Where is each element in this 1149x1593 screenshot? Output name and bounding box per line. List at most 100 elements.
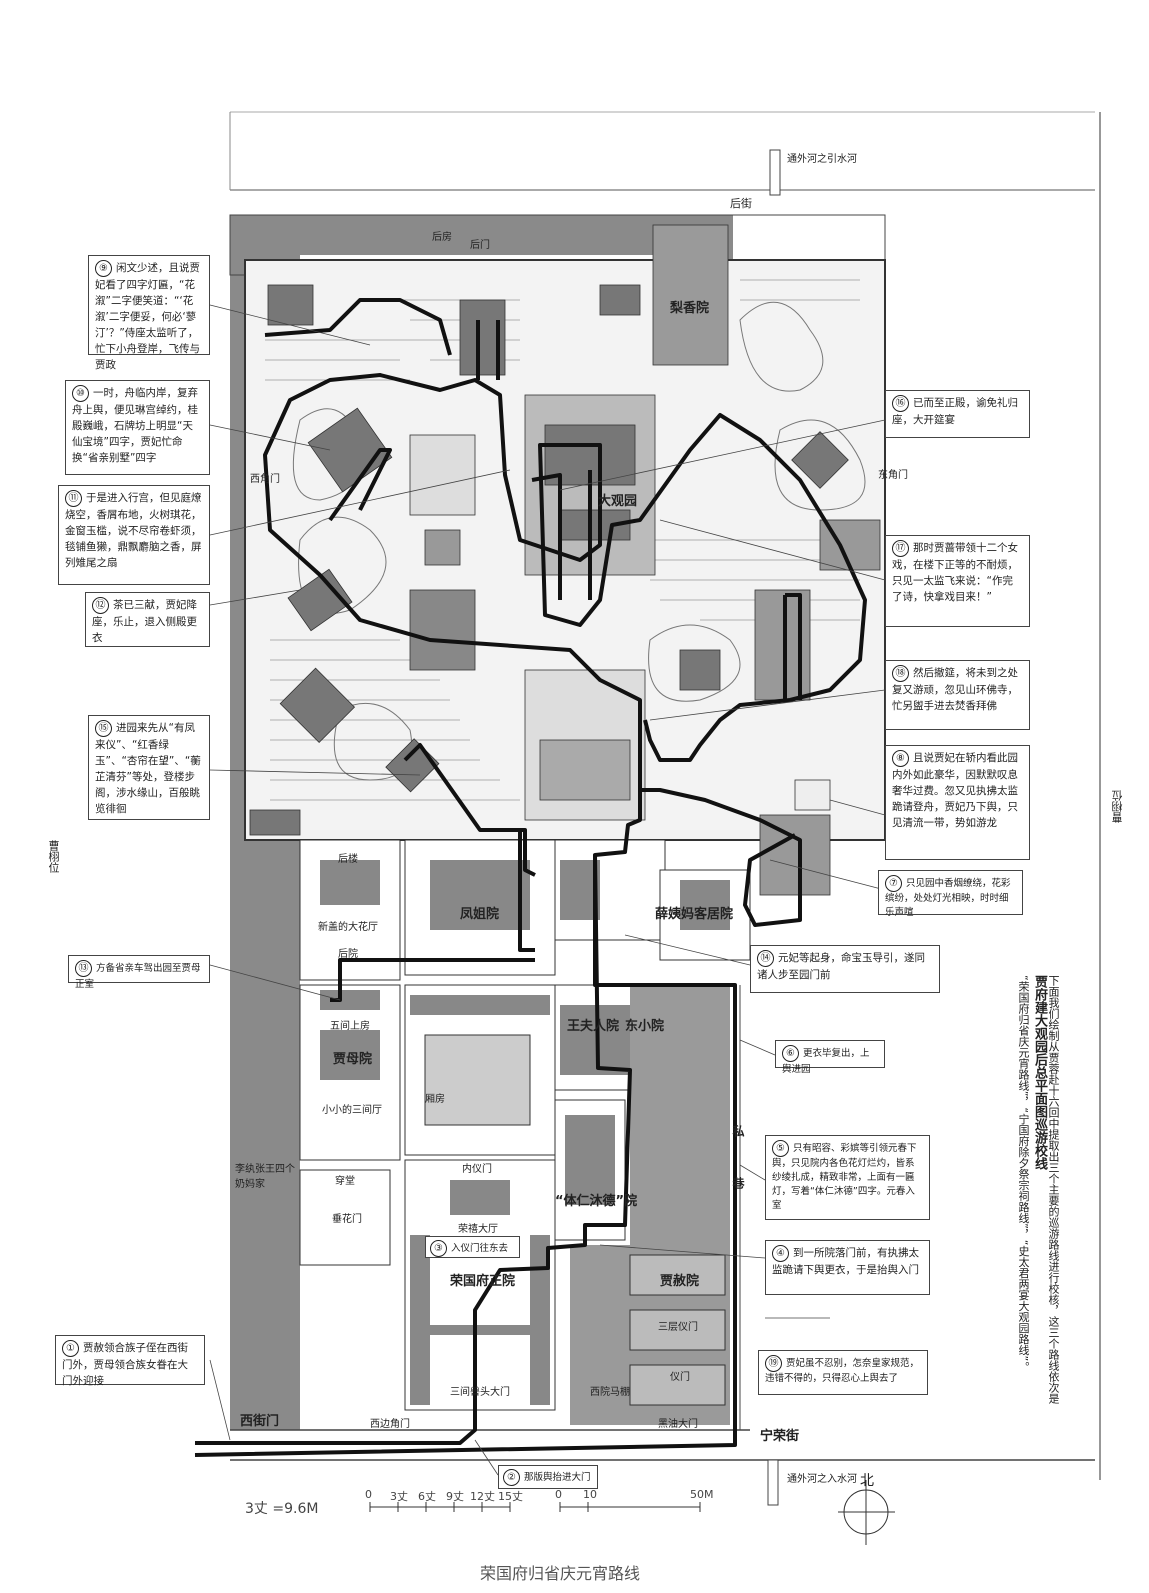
note-text: 贾妃虽不忍别，怎奈皇家规范，违错不得的，只得忍心上舆去了 bbox=[765, 1358, 920, 1384]
note-text: 茶已三献，贾妃降座，乐止，退入侧殿更衣 bbox=[92, 599, 197, 644]
label-dong-jiao-men: 东角门 bbox=[878, 470, 908, 481]
note-number: ⑮ bbox=[95, 720, 112, 737]
scale-tick: 9丈 bbox=[446, 1490, 464, 1503]
label-chuan-tang: 穿堂 bbox=[335, 1176, 355, 1187]
scale-tick: 15丈 bbox=[498, 1490, 523, 1503]
scale-ratio: 3丈 =9.6M bbox=[245, 1501, 319, 1517]
label-xi-jie-men: 西街门 bbox=[240, 1414, 280, 1429]
note-number: ① bbox=[62, 1340, 79, 1357]
scale-tick: 0 bbox=[365, 1488, 372, 1501]
note-number: ⑲ bbox=[765, 1355, 782, 1372]
label-li-wang: 李纨张王四个奶妈家 bbox=[235, 1164, 295, 1190]
label-xin-gai-da-hua-ting: 新盖的大花厅 bbox=[318, 922, 378, 933]
label-da-guan-yuan: 大观园 bbox=[598, 494, 638, 509]
note-text: 那版舆抬进大门 bbox=[524, 1472, 591, 1483]
note-number: ⑧ bbox=[892, 750, 909, 767]
scale-tick: 12丈 bbox=[470, 1490, 495, 1503]
label-hou-yuan: 后院 bbox=[338, 949, 358, 960]
note-number: ⑤ bbox=[772, 1140, 789, 1157]
label-dong-xiao-yuan: 东小院 bbox=[625, 1019, 665, 1034]
label-hou-fang: 后房 bbox=[432, 232, 452, 243]
note-number: ④ bbox=[772, 1245, 789, 1262]
note-number: ⑪ bbox=[65, 490, 82, 507]
side-text-1: 下面我们绘制从贾蓉赴十六回中提取出三个主要的巡游路线进行校核，这三个路线依次是 bbox=[1047, 975, 1060, 1404]
note-number: ⑬ bbox=[75, 960, 92, 977]
label-wu-jian-shang-fang: 五间上房 bbox=[330, 1021, 370, 1032]
note-text: 方备省亲车驾出园至贾母正室 bbox=[75, 963, 201, 990]
note-number: ⑩ bbox=[72, 385, 89, 402]
note-text: 于是进入行宫，但见庭燎烧空，香屑布地，火树琪花，金窗玉槛，说不尽帘卷虾须，毯铺鱼… bbox=[65, 492, 202, 569]
note-number: ⑦ bbox=[885, 875, 902, 892]
note-text: 且说贾妃在轿内看此园内外如此豪华，因默默叹息奢华过费。忽又见执拂太监跪请登舟，贾… bbox=[892, 752, 1018, 829]
note-text: 闲文少述，且说贾妃看了四字灯匾，“花溆”二字便笑道：“‘花溆’二字便妥，何必‘蓼… bbox=[95, 262, 200, 371]
note-text: 只见园中香烟缭绕，花彩缤纷，处处灯光相映，时时细乐声喧 bbox=[885, 878, 1011, 918]
note-3: ③ 入仪门往东去 bbox=[425, 1236, 520, 1258]
note-text: 那时贾蔷带领十二个女戏，在楼下正等的不耐烦，只见一太监飞来说：“作完了诗，快拿戏… bbox=[892, 542, 1018, 603]
note-number: ⑱ bbox=[892, 665, 909, 682]
label-hou-men: 后门 bbox=[470, 240, 490, 251]
label-san-jian-da-men: 三间兽头大门 bbox=[450, 1387, 510, 1398]
label-nei-yi-men: 内仪门 bbox=[462, 1164, 492, 1175]
note-2: ② 那版舆抬进大门 bbox=[498, 1465, 598, 1489]
note-text: 到一所院落门前，有执拂太监跪请下舆更衣，于是抬舆入门 bbox=[772, 1247, 919, 1276]
scale-tick: 10 bbox=[583, 1488, 597, 1501]
page-caption: 荣国府归省庆元宵路线 bbox=[480, 1564, 641, 1583]
label-xi-bian-jiao-men: 西边角门 bbox=[370, 1419, 410, 1430]
note-text: 入仪门往东去 bbox=[451, 1243, 509, 1254]
label-river-top: 通外河之引水河 bbox=[787, 154, 857, 165]
label-north: 北 bbox=[860, 1473, 874, 1489]
label-jia-she-yuan: 贾赦院 bbox=[660, 1274, 700, 1289]
label-li-xiang-yuan: 梨香院 bbox=[670, 301, 710, 316]
note-number: ⑭ bbox=[757, 950, 774, 967]
note-text: 只有昭容、彩嫔等引领元春下舆，只见院内各色花灯烂灼，皆系纱绫扎成，精致非常，上面… bbox=[772, 1143, 917, 1211]
side-text-2: “荣国府归省庆元宵路线”，“宁国府除夕祭宗祠路线”，“史太君两宴大观园路线”。 bbox=[1017, 975, 1030, 1373]
label-xiang-fang: 厢房 bbox=[425, 1094, 445, 1105]
signature-right: 曹栩位 bbox=[1111, 790, 1124, 823]
note-number: ⑨ bbox=[95, 260, 112, 277]
scale-tick: 0 bbox=[555, 1488, 562, 1501]
note-text: 元妃等起身，命宝玉导引，遂同诸人步至园门前 bbox=[757, 952, 925, 981]
label-si-xiang: 私巷 bbox=[731, 1125, 745, 1229]
note-text: 然后撤筵，将未到之处复又游顽，忽见山环佛寺，忙另盥手进去焚香拜佛 bbox=[892, 667, 1018, 712]
label-xi-yuan-ma-peng: 西院马棚 bbox=[590, 1387, 630, 1398]
label-river-bottom: 通外河之入水河 bbox=[787, 1474, 857, 1485]
label-xi-jiao-men: 西角门 bbox=[250, 474, 280, 485]
label-chui-hua-men: 垂花门 bbox=[332, 1214, 362, 1225]
label-wang-fu-ren: 王夫人院 bbox=[567, 1019, 620, 1034]
label-rong-xi-tang: 荣禧大厅 bbox=[458, 1224, 498, 1235]
label-ning-rong-jie: 宁荣街 bbox=[760, 1429, 800, 1444]
note-number: ⑰ bbox=[892, 540, 909, 557]
note-text: 贾赦领合族子侄在西街门外，贾母领合族女眷在大门外迎接 bbox=[62, 1342, 188, 1387]
note-number: ③ bbox=[430, 1240, 447, 1257]
label-yi-men: 仪门 bbox=[670, 1372, 690, 1383]
note-text: 更衣毕复出，上舆进园 bbox=[782, 1048, 870, 1075]
scale-tick: 6丈 bbox=[418, 1490, 436, 1503]
note-number: ② bbox=[503, 1469, 520, 1486]
label-jia-mu-yuan: 贾母院 bbox=[333, 1052, 373, 1067]
label-xiao-xiao-san-jian: 小小的三间厅 bbox=[322, 1105, 382, 1116]
label-rong-guo-fu: 荣国府正院 bbox=[450, 1274, 516, 1289]
note-text: 一时，舟临内岸，复弃舟上舆，便见琳宫绰约，桂殿巍峨，石牌坊上明显“天仙宝境”四字… bbox=[72, 387, 198, 464]
label-ti-ren: “体仁沐德”院 bbox=[555, 1194, 638, 1209]
label-hei-you-da-men: 黑油大门 bbox=[658, 1419, 698, 1430]
scale-tick: 3丈 bbox=[390, 1490, 408, 1503]
note-text: 进园来先从“有凤来仪”、“红香绿玉”、“杏帘在望”、“蘅芷清芬”等处，登楼步阁，… bbox=[95, 722, 201, 815]
scale-tick: 50M bbox=[690, 1488, 714, 1501]
